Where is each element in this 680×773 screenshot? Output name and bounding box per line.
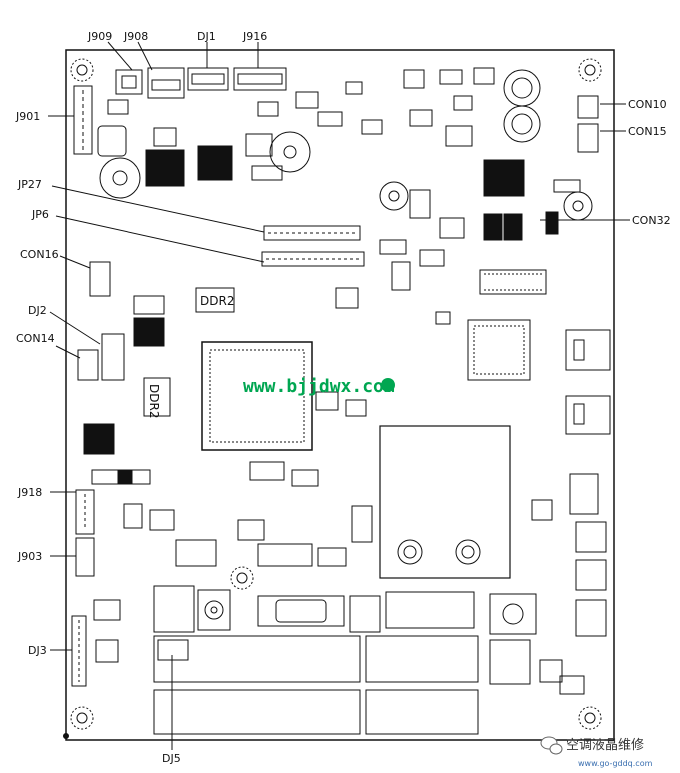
bottom-panels bbox=[153, 585, 531, 735]
mosfet-left-1 bbox=[133, 295, 165, 347]
connector-right-2 bbox=[565, 395, 611, 435]
small-ic-center bbox=[335, 287, 359, 309]
footer-badge: 空调液晶维修 www.go-gddq.com bbox=[540, 736, 653, 768]
tuner-module bbox=[379, 425, 511, 579]
label-con32-text: CON32 bbox=[632, 214, 671, 227]
label-jp6: JP6 bbox=[31, 208, 265, 263]
mounting-hole-mid bbox=[230, 566, 254, 590]
regulator-ic-2 bbox=[197, 145, 233, 181]
ddr2-chip-a-text: DDR2 bbox=[200, 294, 234, 308]
mounting-hole-br bbox=[578, 706, 602, 730]
label-j916: J916 bbox=[242, 30, 267, 68]
label-j903: J903 bbox=[17, 550, 76, 563]
inductor-row bbox=[439, 211, 559, 241]
small-parts-top-right bbox=[345, 67, 581, 219]
label-dj5-text: DJ5 bbox=[162, 752, 181, 765]
capacitor-large-mid bbox=[269, 131, 311, 173]
label-con14-text: CON14 bbox=[16, 332, 55, 345]
label-jp6-text: JP6 bbox=[31, 208, 49, 221]
label-dj1-text: DJ1 bbox=[197, 30, 216, 43]
label-j901-text: J901 bbox=[15, 110, 40, 123]
watermark-dot bbox=[381, 378, 395, 392]
label-con16: CON16 bbox=[20, 248, 91, 269]
flash-chip bbox=[479, 269, 547, 295]
label-j903-text: J903 bbox=[17, 550, 42, 563]
label-dj5: DJ5 bbox=[162, 655, 181, 765]
capacitor-large-left bbox=[99, 157, 141, 199]
footer-brand: 空调液晶维修 bbox=[566, 738, 644, 753]
small-parts-top-left bbox=[107, 91, 343, 181]
label-jp27-text: JP27 bbox=[17, 178, 42, 191]
hdmi-connector bbox=[349, 595, 381, 633]
footer-url: www.go-gddq.com bbox=[578, 759, 653, 768]
wechat-icon bbox=[540, 736, 563, 755]
label-j908-text: J908 bbox=[123, 30, 148, 43]
label-jp27: JP27 bbox=[17, 178, 265, 233]
connector-con15 bbox=[577, 123, 599, 153]
label-con15: CON15 bbox=[600, 125, 667, 138]
label-j908: J908 bbox=[123, 30, 153, 71]
mounting-hole-bl bbox=[70, 706, 94, 730]
diode-bar bbox=[91, 469, 151, 485]
label-j916-text: J916 bbox=[242, 30, 267, 43]
header-j903 bbox=[75, 537, 95, 577]
label-j909: J909 bbox=[87, 30, 133, 71]
connector-right-stack bbox=[575, 521, 607, 637]
header-con16 bbox=[89, 261, 111, 297]
small-parts-bottom bbox=[93, 499, 585, 695]
usb-connector bbox=[489, 593, 537, 635]
header-con14 bbox=[77, 349, 99, 381]
connector-jp6 bbox=[261, 251, 365, 267]
ddr2-chip-b-text: DDR2 bbox=[147, 384, 161, 418]
audio-jack bbox=[197, 589, 231, 631]
inductor-tl bbox=[97, 125, 127, 157]
regulator-ic-1 bbox=[145, 127, 185, 187]
vga-connector bbox=[257, 595, 345, 627]
connector-con10 bbox=[577, 95, 599, 119]
label-dj2-text: DJ2 bbox=[28, 304, 47, 317]
ddr2-chip-a: DDR2 bbox=[195, 287, 235, 313]
origin-marker bbox=[63, 733, 69, 739]
label-dj3-text: DJ3 bbox=[28, 644, 47, 657]
header-dj2 bbox=[101, 333, 125, 381]
small-parts-center bbox=[249, 239, 451, 487]
secondary-processor bbox=[467, 319, 531, 381]
label-j918-text: J918 bbox=[17, 486, 42, 499]
label-con14: CON14 bbox=[16, 332, 81, 359]
label-dj3: DJ3 bbox=[28, 644, 72, 657]
label-con32: CON32 bbox=[540, 214, 671, 227]
capacitor-pair-top bbox=[503, 69, 541, 143]
mounting-hole-tl bbox=[70, 58, 94, 82]
label-j918: J918 bbox=[17, 486, 76, 499]
watermark-text: www.bjjdwx.com bbox=[243, 376, 395, 397]
header-j901 bbox=[73, 85, 93, 155]
label-con15-text: CON15 bbox=[628, 125, 667, 138]
connector-right-3 bbox=[569, 473, 599, 515]
capacitor-right-mid bbox=[379, 181, 593, 221]
connector-j909 bbox=[115, 69, 143, 95]
main-processor bbox=[201, 341, 313, 451]
board-outline bbox=[65, 49, 615, 741]
connector-right-1 bbox=[565, 329, 611, 371]
connector-dj5 bbox=[157, 639, 189, 661]
label-con16-text: CON16 bbox=[20, 248, 59, 261]
ddr2-chip-b: DDR2 bbox=[143, 377, 171, 418]
label-j901: J901 bbox=[15, 110, 74, 123]
label-con10-text: CON10 bbox=[628, 98, 667, 111]
label-dj1: DJ1 bbox=[197, 30, 216, 68]
connector-dj1 bbox=[187, 67, 229, 91]
header-j918 bbox=[75, 489, 95, 535]
label-con10: CON10 bbox=[600, 98, 667, 111]
mosfet-left-2 bbox=[83, 423, 115, 455]
mounting-hole-tr bbox=[578, 58, 602, 82]
connector-j916 bbox=[233, 67, 287, 91]
connector-j908 bbox=[147, 67, 185, 99]
label-j909-text: J909 bbox=[87, 30, 112, 43]
label-dj2: DJ2 bbox=[28, 304, 101, 345]
connector-jp27 bbox=[263, 225, 361, 241]
power-mosfet bbox=[483, 159, 525, 197]
header-dj3 bbox=[71, 615, 87, 687]
